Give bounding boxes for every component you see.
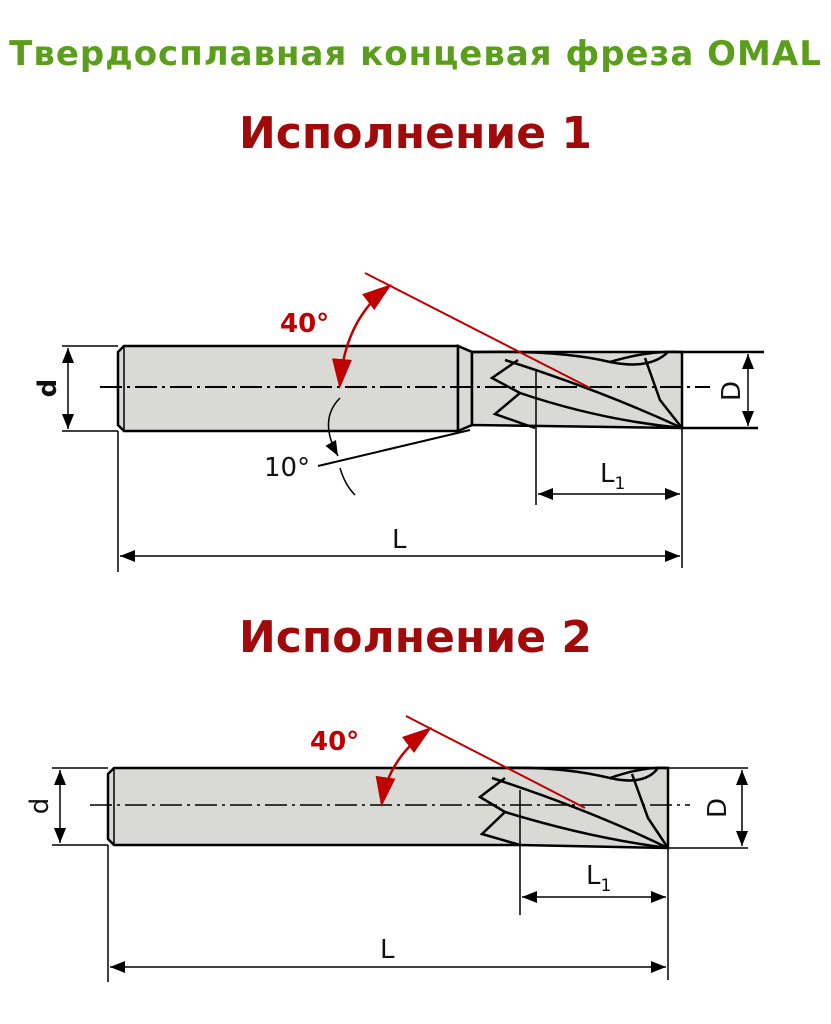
neck xyxy=(456,344,474,433)
angle-10-label: 10° xyxy=(264,453,310,483)
cutter-1 xyxy=(116,344,684,433)
dim-D-label: D xyxy=(717,381,747,401)
angle-40-label: 40° xyxy=(310,727,359,757)
dim-d-label: d xyxy=(25,798,55,815)
dim-L1-label: L1 xyxy=(586,861,611,896)
dim-L1-label: L1 xyxy=(600,459,625,494)
dimensions-1 xyxy=(62,272,764,572)
variant-1-heading: Исполнение 1 xyxy=(238,108,592,159)
dimensions-2 xyxy=(52,715,748,982)
dim-d-label: d xyxy=(33,379,63,398)
shank xyxy=(116,344,460,433)
page-title: Твердосплавная концевая фреза OMAL xyxy=(9,34,822,74)
angle-40-label: 40° xyxy=(280,309,329,339)
dim-L-label: L xyxy=(380,935,395,965)
dim-L-label: L xyxy=(392,525,407,555)
cutter-2 xyxy=(106,766,670,850)
shank xyxy=(106,766,670,850)
dim-D-label: D xyxy=(703,798,733,818)
variant-2-heading: Исполнение 2 xyxy=(238,612,592,663)
